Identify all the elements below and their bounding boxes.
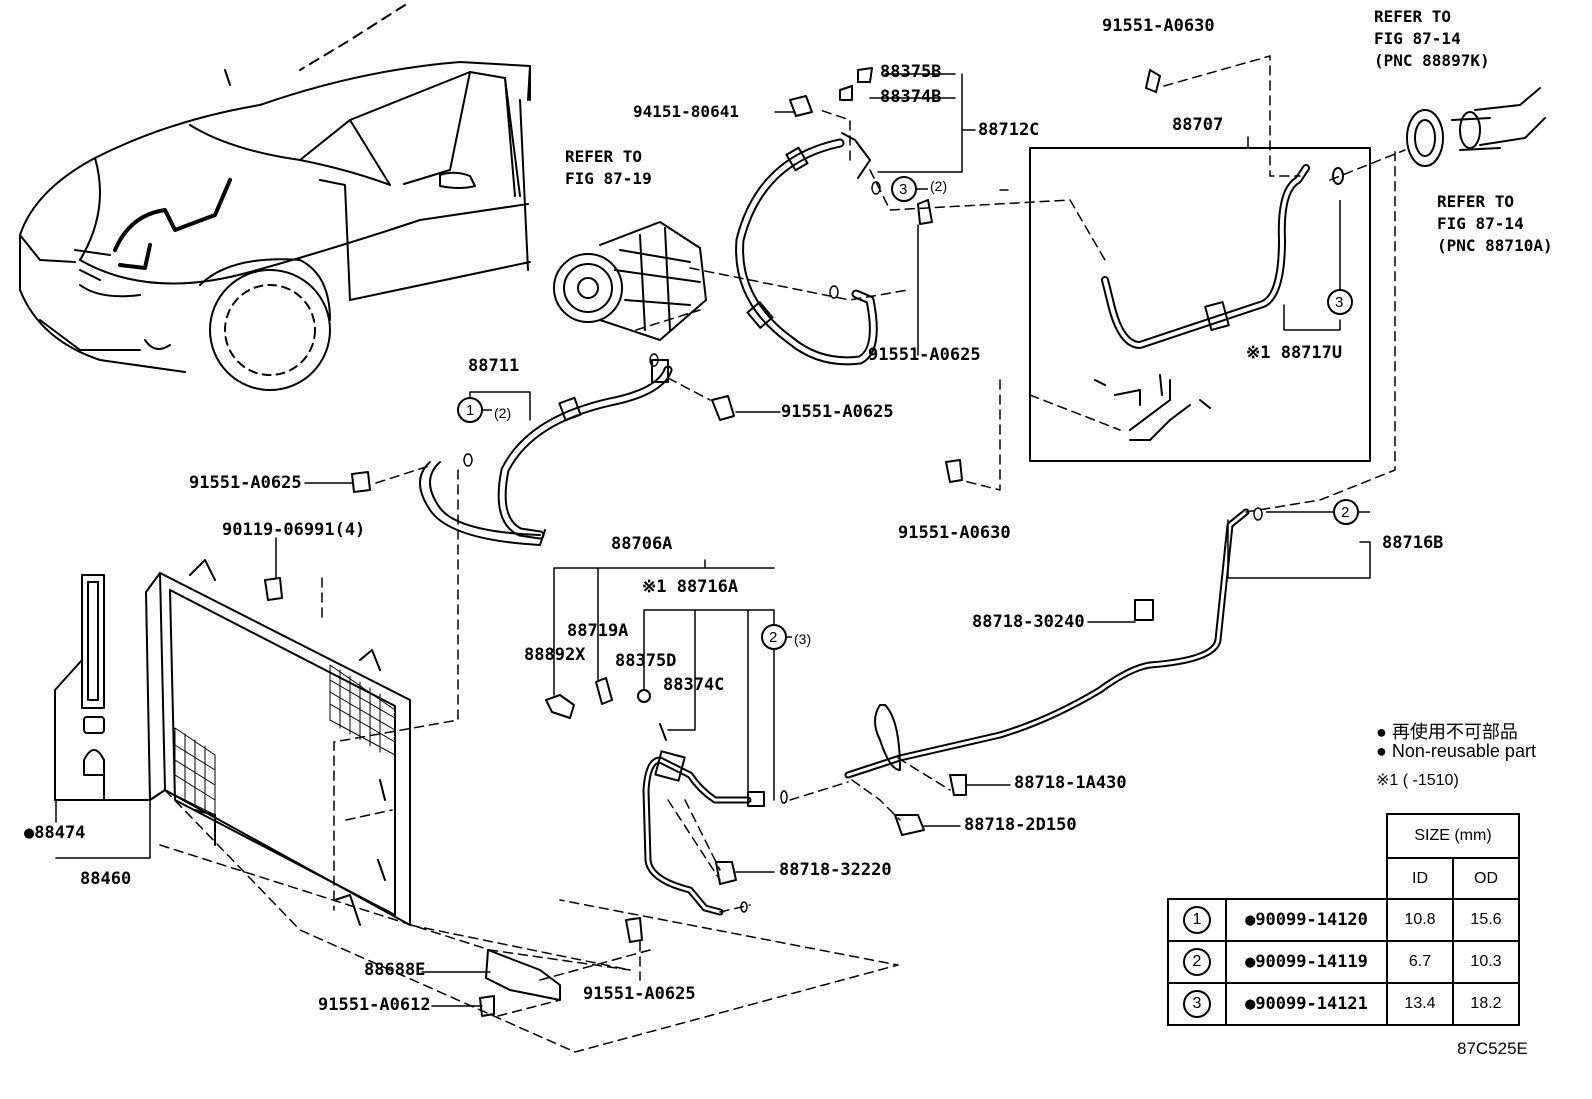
row-part: ●90099-14119 bbox=[1225, 940, 1388, 984]
label-88719a: 88719A bbox=[567, 621, 629, 641]
col-od-header: OD bbox=[1452, 857, 1520, 900]
refer-compressor: REFER TO FIG 87-19 bbox=[565, 147, 652, 188]
dashed-guides bbox=[159, 55, 1406, 1053]
label-88711: 88711 bbox=[468, 356, 520, 376]
label-91551-a0625-comp: 91551-A0625 bbox=[868, 345, 981, 365]
label-91551-a0630-mid: 91551-A0630 bbox=[898, 523, 1011, 543]
size-header: SIZE (mm) bbox=[1386, 813, 1520, 859]
label-88707: 88707 bbox=[1172, 115, 1224, 135]
table-row: 3 ●90099-14121 13.4 18.2 bbox=[1167, 982, 1520, 1026]
legend-non-reusable-ja: ● 再使用不可部品 bbox=[1376, 722, 1518, 742]
label-88712c: 88712C bbox=[978, 120, 1040, 140]
hose-88711 bbox=[419, 359, 673, 546]
qty-1: (2) bbox=[494, 405, 512, 421]
row-id: 10.8 bbox=[1386, 898, 1454, 942]
car-outline bbox=[19, 4, 531, 391]
row-id: 6.7 bbox=[1386, 940, 1454, 984]
row-part: ●90099-14120 bbox=[1225, 898, 1388, 942]
row-id: 13.4 bbox=[1386, 982, 1454, 1026]
col-id-header: ID bbox=[1386, 857, 1454, 900]
row-mark: 1 bbox=[1183, 906, 1211, 934]
label-91551-a0625-left: 91551-A0625 bbox=[189, 473, 302, 493]
row-mark: 2 bbox=[1183, 948, 1211, 976]
table-row: 1 ●90099-14120 10.8 15.6 bbox=[1167, 898, 1520, 942]
label-88716a: ※1 88716A bbox=[642, 577, 739, 597]
diagram-id: 87C525E bbox=[1457, 1039, 1528, 1058]
tube-88707 bbox=[1029, 147, 1371, 462]
table-row: 2 ●90099-14119 6.7 10.3 bbox=[1167, 940, 1520, 984]
label-94151-80641: 94151-80641 bbox=[633, 102, 739, 121]
label-88892x: 88892X bbox=[524, 645, 586, 665]
label-88688e: 88688E bbox=[364, 960, 426, 980]
refer-fig-87-14-top: REFER TO FIG 87-14 (PNC 88897K) bbox=[1374, 7, 1490, 70]
tube-88716b bbox=[844, 508, 1250, 779]
legend-non-reusable-en: ● Non-reusable part bbox=[1376, 741, 1536, 761]
o-ring-size-table: SIZE (mm) ID OD 1 ●90099-14120 10.8 15.6… bbox=[1167, 813, 1520, 1026]
compressor bbox=[553, 221, 707, 341]
label-88716b: 88716B bbox=[1382, 533, 1444, 553]
legend-note-mark: ※1 ( -1510) bbox=[1376, 772, 1459, 789]
label-88718-32220: 88718-32220 bbox=[779, 860, 892, 880]
label-88717u: ※1 88717U bbox=[1246, 343, 1343, 363]
callout-1: 1 bbox=[466, 402, 475, 419]
qty-3-top: (2) bbox=[930, 178, 948, 194]
callout-3-top: 3 bbox=[899, 181, 908, 198]
qty-2-mid: (3) bbox=[794, 631, 812, 647]
callout-2-mid: 2 bbox=[769, 629, 778, 646]
label-91551-a0630-top: 91551-A0630 bbox=[1102, 16, 1215, 36]
row-part: ●90099-14121 bbox=[1225, 982, 1388, 1026]
label-88706a: 88706A bbox=[611, 534, 673, 554]
callout-3-right: 3 bbox=[1335, 294, 1344, 311]
hose-88712c bbox=[735, 132, 878, 366]
label-88474: ●88474 bbox=[24, 823, 86, 843]
label-91551-a0625-bot: 91551-A0625 bbox=[583, 984, 696, 1004]
label-91551-a0612: 91551-A0612 bbox=[318, 995, 431, 1015]
o-rings bbox=[463, 181, 1263, 913]
connector-88897k bbox=[1406, 87, 1546, 167]
label-88718-2d150: 88718-2D150 bbox=[964, 815, 1077, 835]
leader-lines bbox=[55, 73, 1371, 1007]
row-od: 18.2 bbox=[1452, 982, 1520, 1026]
row-od: 10.3 bbox=[1452, 940, 1520, 984]
label-88718-1a430: 88718-1A430 bbox=[1014, 773, 1127, 793]
refer-fig-87-14-right: REFER TO FIG 87-14 (PNC 88710A) bbox=[1437, 192, 1553, 255]
label-88375d: 88375D bbox=[615, 651, 677, 671]
label-91551-a0625-mid: 91551-A0625 bbox=[781, 402, 894, 422]
label-88374b: 88374B bbox=[880, 87, 942, 107]
label-88374c: 88374C bbox=[663, 675, 725, 695]
dryer-88474 bbox=[54, 574, 149, 801]
callout-2-right: 2 bbox=[1341, 504, 1350, 521]
label-88718-30240: 88718-30240 bbox=[972, 612, 1085, 632]
label-88375b: 88375B bbox=[880, 62, 942, 82]
tube-88716a bbox=[545, 677, 765, 916]
label-90119-06991: 90119-06991(4) bbox=[222, 520, 366, 540]
row-od: 15.6 bbox=[1452, 898, 1520, 942]
row-mark: 3 bbox=[1183, 990, 1211, 1018]
label-88460: 88460 bbox=[80, 869, 132, 889]
